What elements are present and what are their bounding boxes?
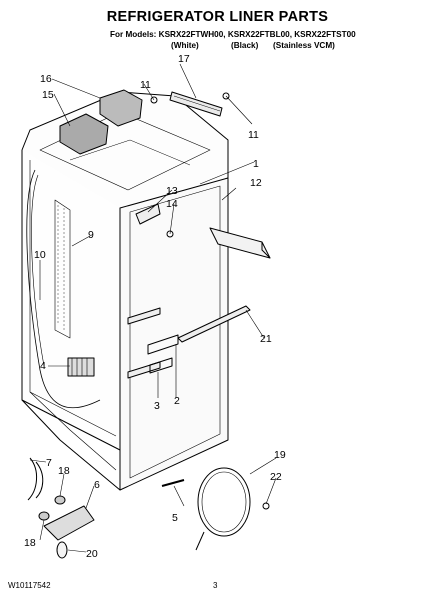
bracket-3 (149, 357, 173, 374)
housing-15 (59, 113, 109, 155)
bracket-2 (147, 334, 179, 355)
callout-18-upper: 18 (58, 465, 70, 477)
callout-11-right: 11 (248, 129, 259, 141)
callout-6: 6 (94, 479, 100, 491)
clip-18b (38, 511, 50, 521)
variant-black: (Black) (231, 41, 259, 50)
bulb-20 (56, 541, 68, 559)
rail-21 (177, 305, 251, 343)
page-number: 3 (213, 581, 218, 590)
callout-22: 22 (270, 471, 282, 483)
shelf-rail-upper (127, 307, 161, 325)
page-title: REFRIGERATOR LINER PARTS (106, 9, 329, 25)
lamp-housing-6 (43, 505, 95, 541)
clip-18a (54, 495, 66, 505)
callout-10: 10 (34, 249, 46, 261)
callout-13: 13 (166, 185, 178, 197)
callout-3: 3 (154, 400, 160, 412)
callout-14: 14 (166, 198, 178, 210)
callout-1: 1 (253, 158, 259, 170)
bracket-13 (135, 203, 161, 225)
callout-20: 20 (86, 548, 98, 560)
callout-16: 16 (40, 73, 52, 85)
callout-9: 9 (88, 229, 94, 241)
callout-19: 19 (274, 449, 286, 461)
callout-18-lower: 18 (24, 537, 36, 549)
wire-harness (26, 169, 101, 409)
callout-21: 21 (260, 333, 272, 345)
callout-12: 12 (250, 177, 262, 189)
trim-17 (169, 91, 223, 117)
document-number: W10117542 (8, 581, 51, 590)
callout-11-top: 11 (140, 79, 151, 91)
shelf-rail-lower (127, 361, 161, 379)
variant-stainless: (Stainless VCM) (273, 41, 335, 50)
screw-5 (161, 479, 185, 487)
screw-22 (262, 502, 270, 510)
models-line: For Models: KSRX22FTWH00, KSRX22FTBL00, … (110, 30, 356, 39)
callout-5: 5 (172, 512, 178, 524)
connector-7 (27, 457, 44, 501)
variant-white: (White) (171, 41, 199, 50)
callout-7: 7 (46, 457, 52, 469)
callout-2: 2 (174, 395, 180, 407)
tube-19 (197, 467, 251, 537)
housing-16 (99, 89, 143, 127)
callout-4: 4 (40, 360, 46, 372)
liner-right-side-panel (119, 177, 229, 491)
callout-15: 15 (42, 89, 54, 101)
vent-4 (67, 357, 95, 377)
callout-17: 17 (178, 53, 190, 65)
